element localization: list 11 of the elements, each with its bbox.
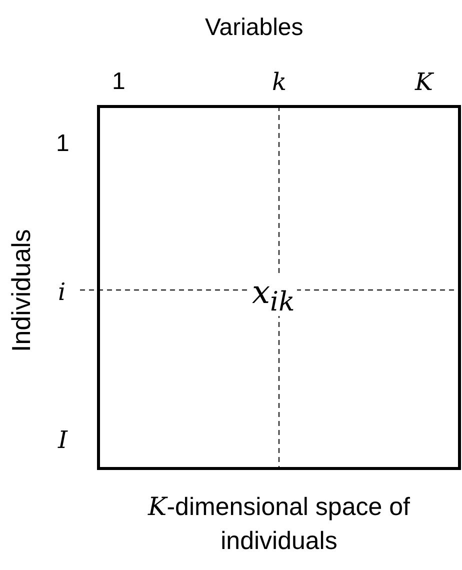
axis-title: Individuals — [8, 228, 34, 352]
matrix-box — [97, 105, 461, 470]
row-index: I — [58, 428, 68, 452]
row-index: 1 — [56, 132, 70, 156]
row-index: i — [58, 280, 66, 304]
column-index: 1 — [112, 70, 126, 94]
axis-title: Variables — [205, 16, 304, 40]
matrix-element: x$_{ik}$ — [250, 276, 297, 316]
column-index: k — [272, 70, 287, 94]
caption: K-dimensional space of individuals — [146, 491, 411, 557]
column-index: K — [415, 70, 433, 94]
